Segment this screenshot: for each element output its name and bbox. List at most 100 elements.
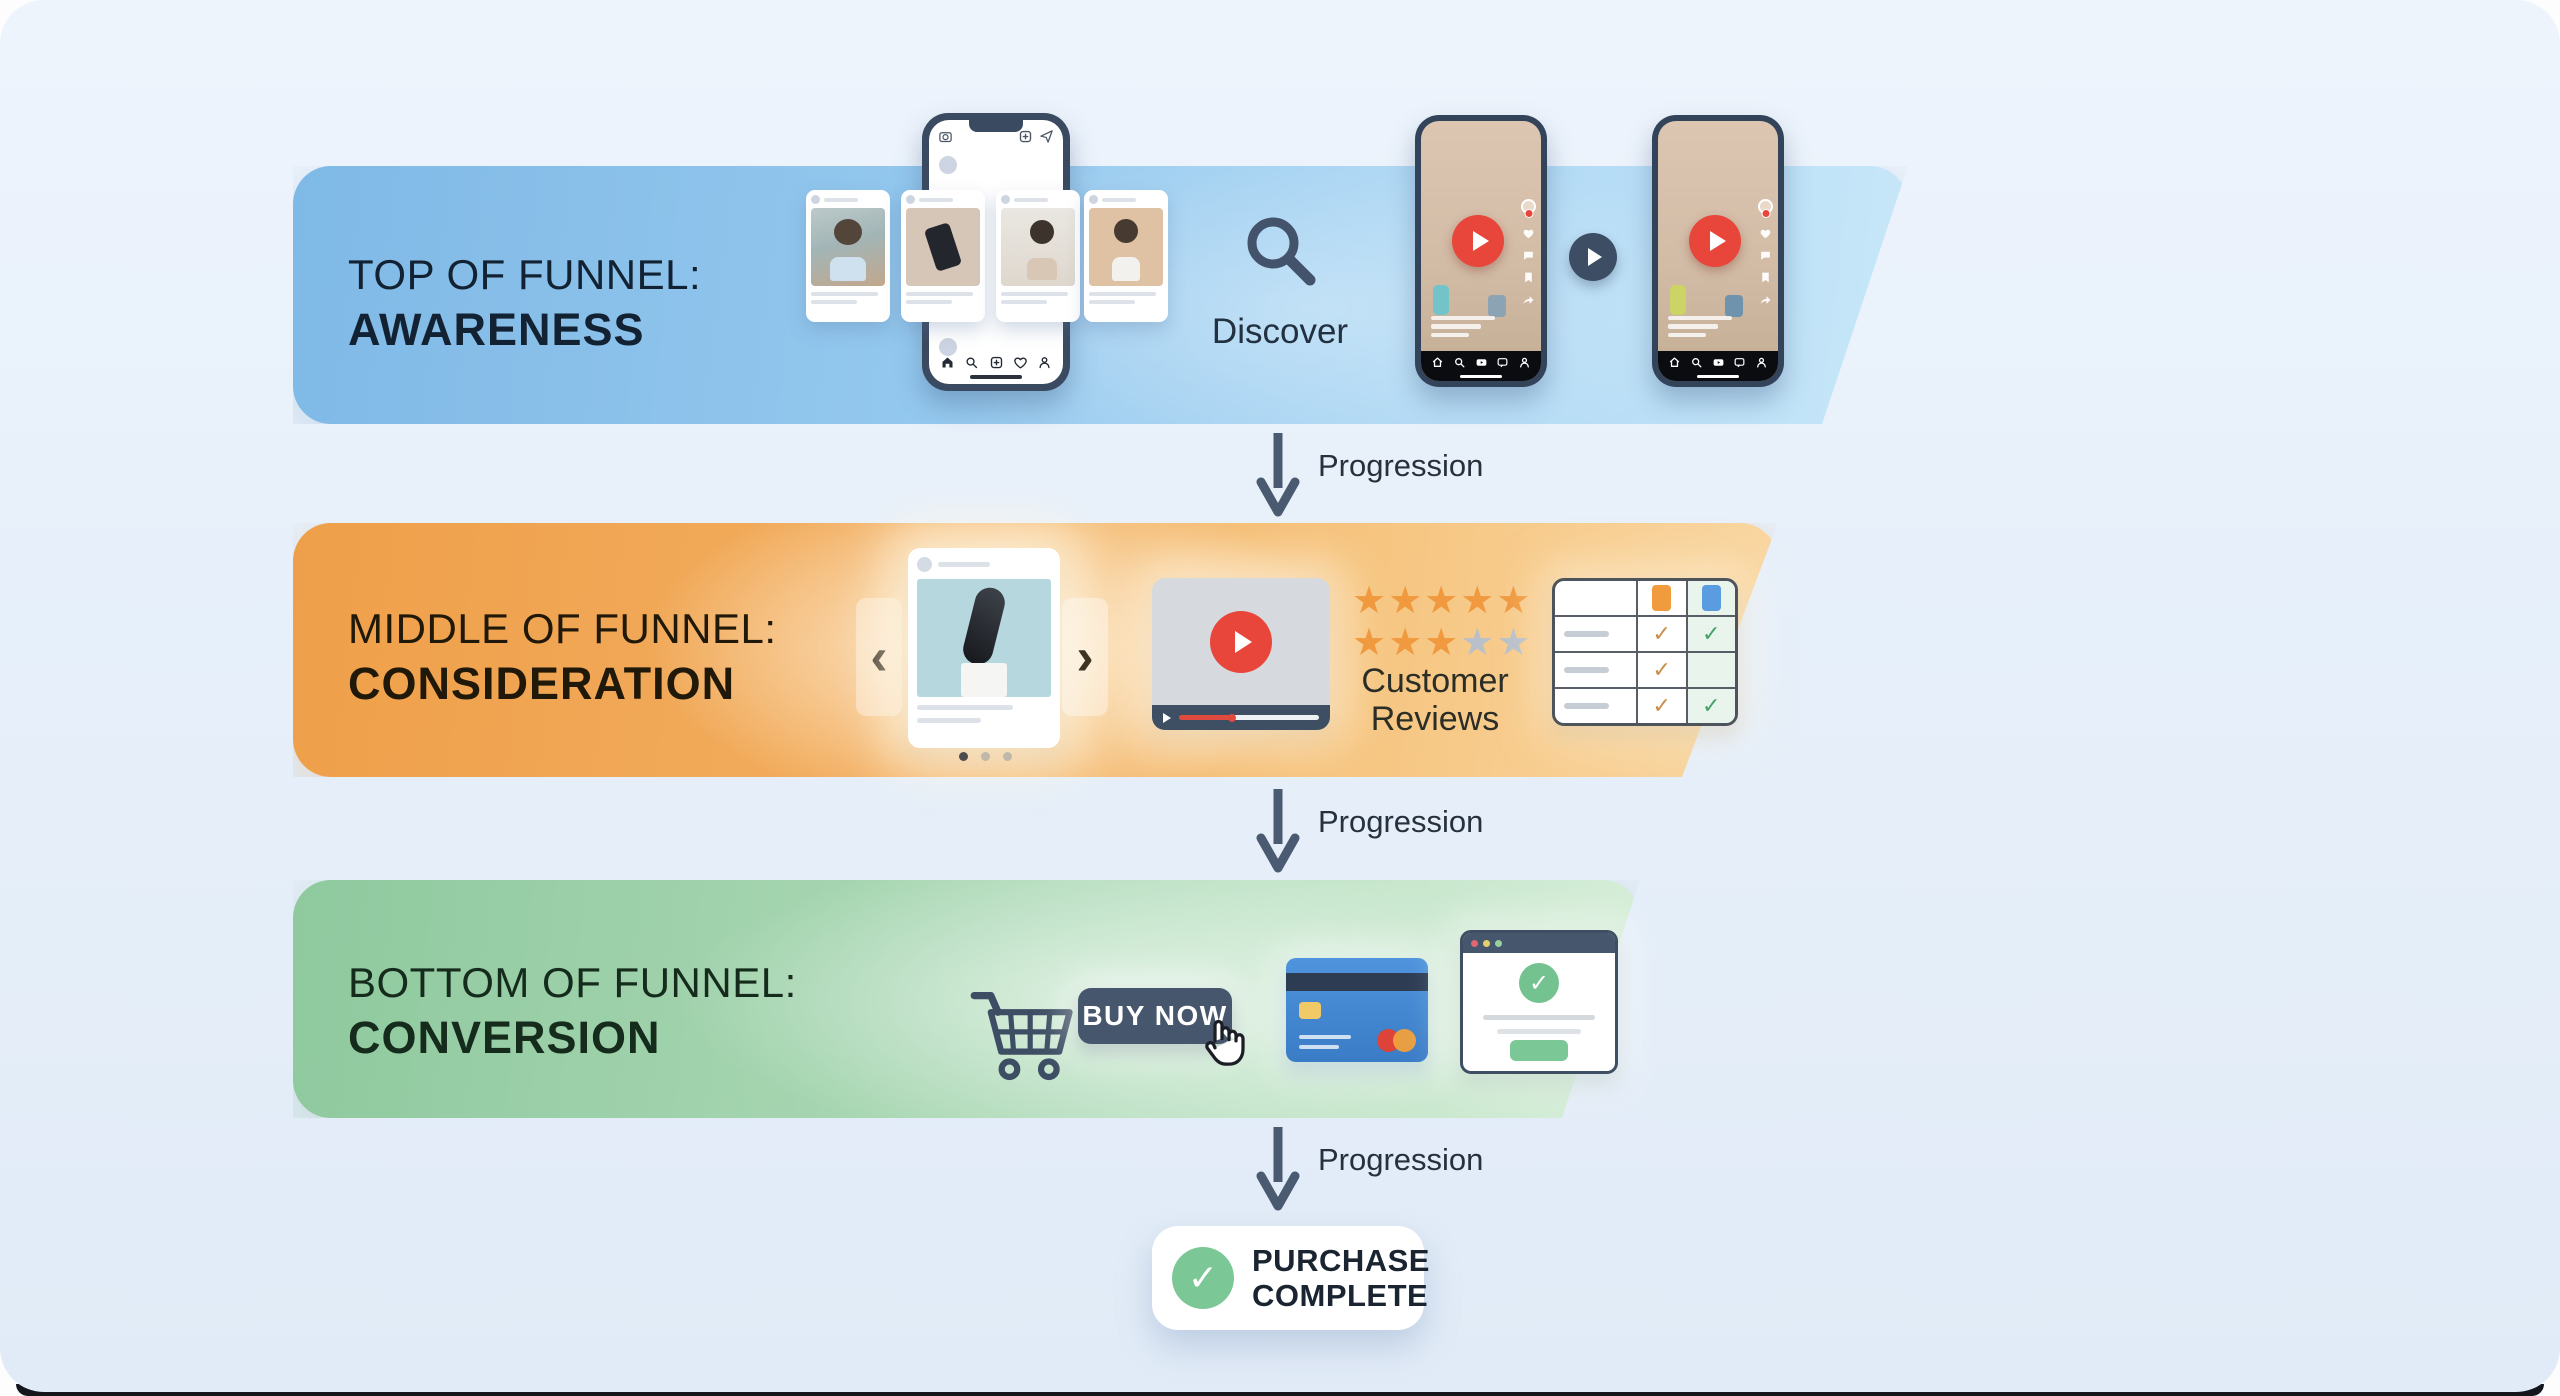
text-placeholder-line xyxy=(917,718,981,723)
avatar xyxy=(917,557,932,572)
creator-avatar xyxy=(1521,199,1536,214)
comparison-cell: ✓ xyxy=(1685,617,1735,651)
text-placeholder-line xyxy=(938,562,990,567)
carousel-dot[interactable] xyxy=(980,752,990,761)
home-icon[interactable] xyxy=(1431,356,1444,369)
progression-arrow xyxy=(1256,789,1300,873)
star-icon: ★ xyxy=(1460,622,1497,664)
like-icon[interactable] xyxy=(1759,227,1772,240)
record-icon[interactable] xyxy=(1712,356,1725,369)
photo-figure xyxy=(1026,257,1057,280)
video-play-button[interactable] xyxy=(1689,214,1742,267)
feed-post-header xyxy=(939,338,963,356)
window-minimize-icon[interactable] xyxy=(1483,939,1490,947)
home-icon[interactable] xyxy=(1668,356,1681,369)
window-title-bar xyxy=(1463,933,1615,953)
inbox-icon[interactable] xyxy=(1733,356,1746,369)
text-placeholder-line xyxy=(1431,332,1469,337)
phone-notch xyxy=(969,120,1023,132)
share-icon[interactable] xyxy=(1522,293,1535,306)
buy-now-button[interactable]: BUY NOW xyxy=(1078,988,1232,1044)
avatar xyxy=(1001,195,1010,204)
profile-icon[interactable] xyxy=(1755,356,1768,369)
comparison-cell: ✓ xyxy=(1636,689,1686,723)
star-icon: ★ xyxy=(1424,622,1461,664)
play-triangle-icon[interactable] xyxy=(1163,712,1171,723)
share-icon[interactable] xyxy=(1759,293,1772,306)
progression-label: Progression xyxy=(1318,1142,1484,1177)
text-placeholder-line xyxy=(1431,315,1495,320)
video-action-rail xyxy=(1521,199,1536,306)
window-zoom-icon[interactable] xyxy=(1495,939,1502,947)
awareness-title-main: AWARENESS xyxy=(348,304,645,355)
play-button[interactable] xyxy=(1569,233,1617,281)
window-close-icon[interactable] xyxy=(1471,939,1478,947)
like-icon[interactable] xyxy=(1522,227,1535,240)
comparison-row: ✓✓ xyxy=(1555,615,1735,651)
carousel-prev-button[interactable]: ‹ xyxy=(856,598,902,716)
comment-icon[interactable] xyxy=(1759,249,1772,262)
carousel-dot[interactable] xyxy=(1002,752,1012,761)
player-play-button[interactable] xyxy=(1210,610,1272,673)
player-progress-bar[interactable] xyxy=(1179,713,1319,722)
player-control-bar xyxy=(1152,705,1330,730)
video-player xyxy=(1152,578,1330,730)
ad-photo xyxy=(1001,208,1075,286)
comparison-feature-cell xyxy=(1555,653,1636,687)
text-placeholder-line xyxy=(1564,667,1609,673)
inbox-icon[interactable] xyxy=(1496,356,1509,369)
heart-icon[interactable] xyxy=(1013,355,1028,370)
comparison-feature-cell xyxy=(1555,689,1636,723)
check-icon: ✓ xyxy=(1702,693,1721,718)
avatar xyxy=(811,195,820,204)
customer-reviews-line2: Reviews xyxy=(1370,700,1500,738)
comment-icon[interactable] xyxy=(1522,249,1535,262)
profile-icon[interactable] xyxy=(1518,356,1531,369)
ad-photo xyxy=(1089,208,1163,286)
search-nav-icon[interactable] xyxy=(1453,356,1466,369)
search-nav-icon[interactable] xyxy=(1690,356,1703,369)
shopping-cart-icon xyxy=(970,991,1073,1081)
record-icon[interactable] xyxy=(1475,356,1488,369)
text-placeholder-line xyxy=(811,292,878,296)
camera-icon xyxy=(939,132,952,143)
new-post-icon xyxy=(1019,130,1032,143)
check-icon: ✓ xyxy=(1702,621,1721,646)
feed-ad-card xyxy=(1084,190,1168,322)
text-placeholder-line xyxy=(1001,300,1047,304)
video-play-button[interactable] xyxy=(1452,214,1505,267)
text-placeholder-line xyxy=(1102,197,1136,202)
home-icon[interactable] xyxy=(940,355,955,370)
bookmark-icon[interactable] xyxy=(1522,271,1535,284)
carousel-dot[interactable] xyxy=(958,752,968,761)
carousel-next-button[interactable]: › xyxy=(1062,598,1108,716)
comparison-cell: ✓ xyxy=(1636,653,1686,687)
player-progress-knob[interactable] xyxy=(1228,713,1237,722)
video-phone xyxy=(1415,115,1547,387)
search-nav-icon[interactable] xyxy=(964,355,979,370)
bookmark-icon[interactable] xyxy=(1759,271,1772,284)
success-check-icon: ✓ xyxy=(1519,963,1559,1003)
consideration-title-prefix: MIDDLE OF FUNNEL: xyxy=(348,605,777,652)
product-stand xyxy=(961,663,1007,697)
purchase-complete-label: PURCHASE COMPLETE xyxy=(1252,1243,1430,1313)
product-bottle xyxy=(1670,285,1686,315)
avatar xyxy=(906,195,915,204)
purchase-complete-line2: COMPLETE xyxy=(1252,1278,1429,1313)
add-icon[interactable] xyxy=(989,355,1004,370)
consideration-title: MIDDLE OF FUNNEL: CONSIDERATION xyxy=(348,601,777,711)
comparison-header-cell xyxy=(1636,581,1686,615)
star-icon: ★ xyxy=(1460,580,1497,622)
product-swatch-icon xyxy=(1652,585,1672,611)
text-placeholder-line xyxy=(919,197,953,202)
comparison-cell: ✓ xyxy=(1636,617,1686,651)
progression-arrow xyxy=(1256,1127,1300,1211)
text-placeholder-line xyxy=(1497,1029,1581,1034)
text-placeholder-line xyxy=(811,300,857,304)
profile-icon[interactable] xyxy=(1037,355,1052,370)
comparison-table: ✓✓✓✓✓ xyxy=(1552,578,1738,726)
video-action-rail xyxy=(1758,199,1773,306)
hand-cursor-icon xyxy=(1205,1019,1245,1066)
conversion-title-main: CONVERSION xyxy=(348,1012,661,1063)
confirmation-button[interactable] xyxy=(1510,1040,1568,1061)
